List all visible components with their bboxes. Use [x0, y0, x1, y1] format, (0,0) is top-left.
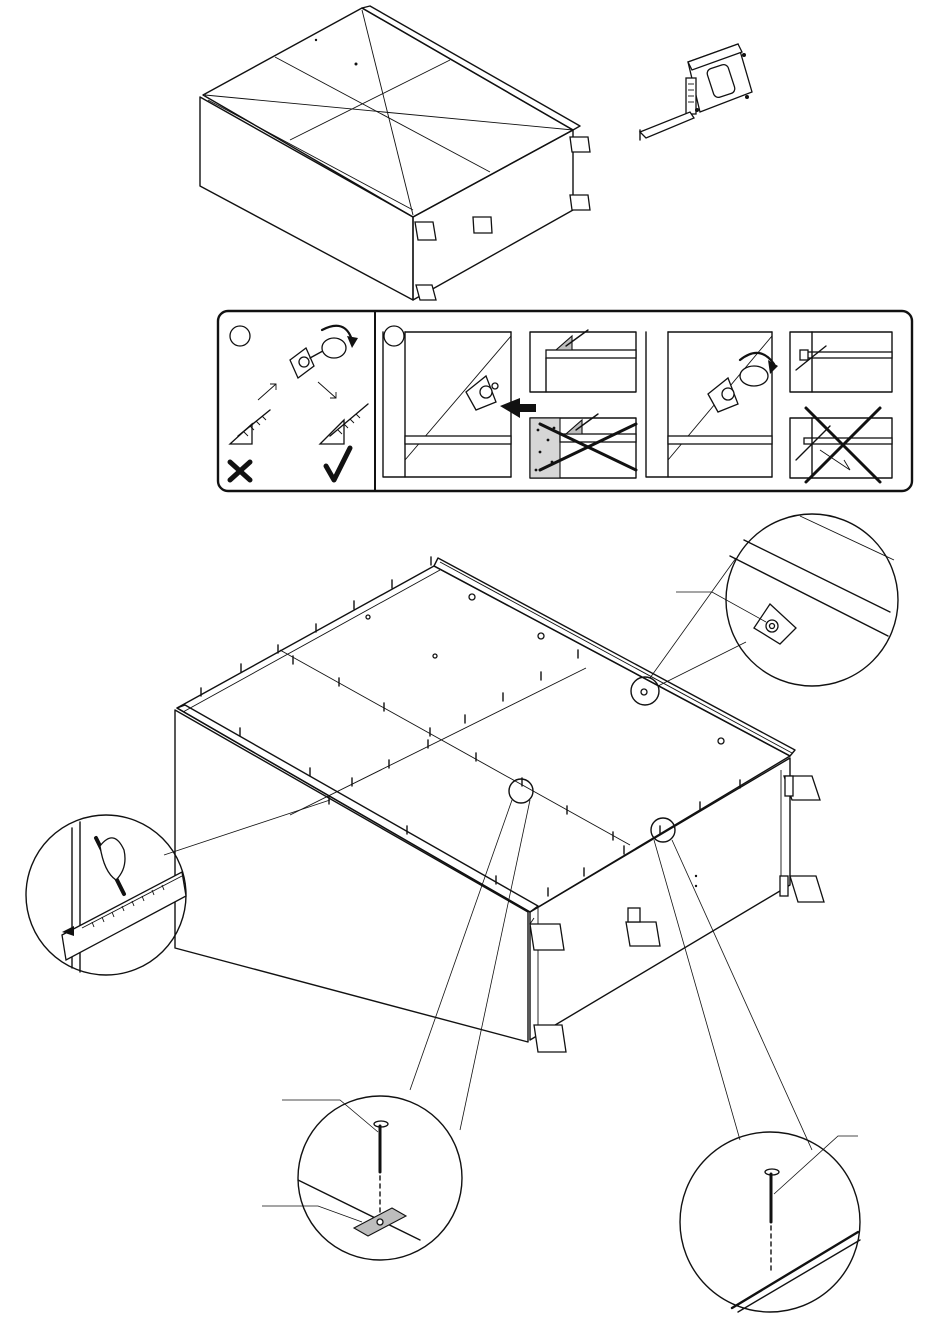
step-marker-2 — [384, 326, 404, 346]
callout-nail-plate — [262, 779, 533, 1260]
screwdriver-rotate-icon — [322, 326, 358, 358]
large-cabinet-feet — [530, 776, 824, 1052]
frame-screw-drive — [646, 332, 778, 477]
small-cabinet-feet — [415, 137, 590, 300]
frame-screw-wrong — [790, 408, 892, 482]
pencil-hand-icon — [96, 838, 125, 894]
panel-section-1 — [230, 326, 368, 480]
panel-section-2 — [383, 326, 892, 482]
frame-bracket-insert — [383, 332, 536, 477]
frame-surface-wrong — [530, 414, 636, 478]
nail-markers — [201, 557, 740, 896]
wrong-cross-icon — [230, 462, 250, 480]
frame-surface-correct — [530, 330, 636, 392]
correct-check-icon — [326, 448, 350, 480]
callout-corner-bracket — [631, 514, 898, 705]
instruction-panel — [218, 311, 912, 491]
frame-screw-correct — [790, 332, 892, 392]
cabinet-large — [175, 557, 824, 1052]
tape-measure-icon — [640, 44, 752, 140]
cabinet-small — [200, 6, 590, 300]
corner-brackets — [366, 594, 724, 744]
step-marker-1 — [230, 326, 250, 346]
callout-nail-front — [651, 818, 860, 1312]
